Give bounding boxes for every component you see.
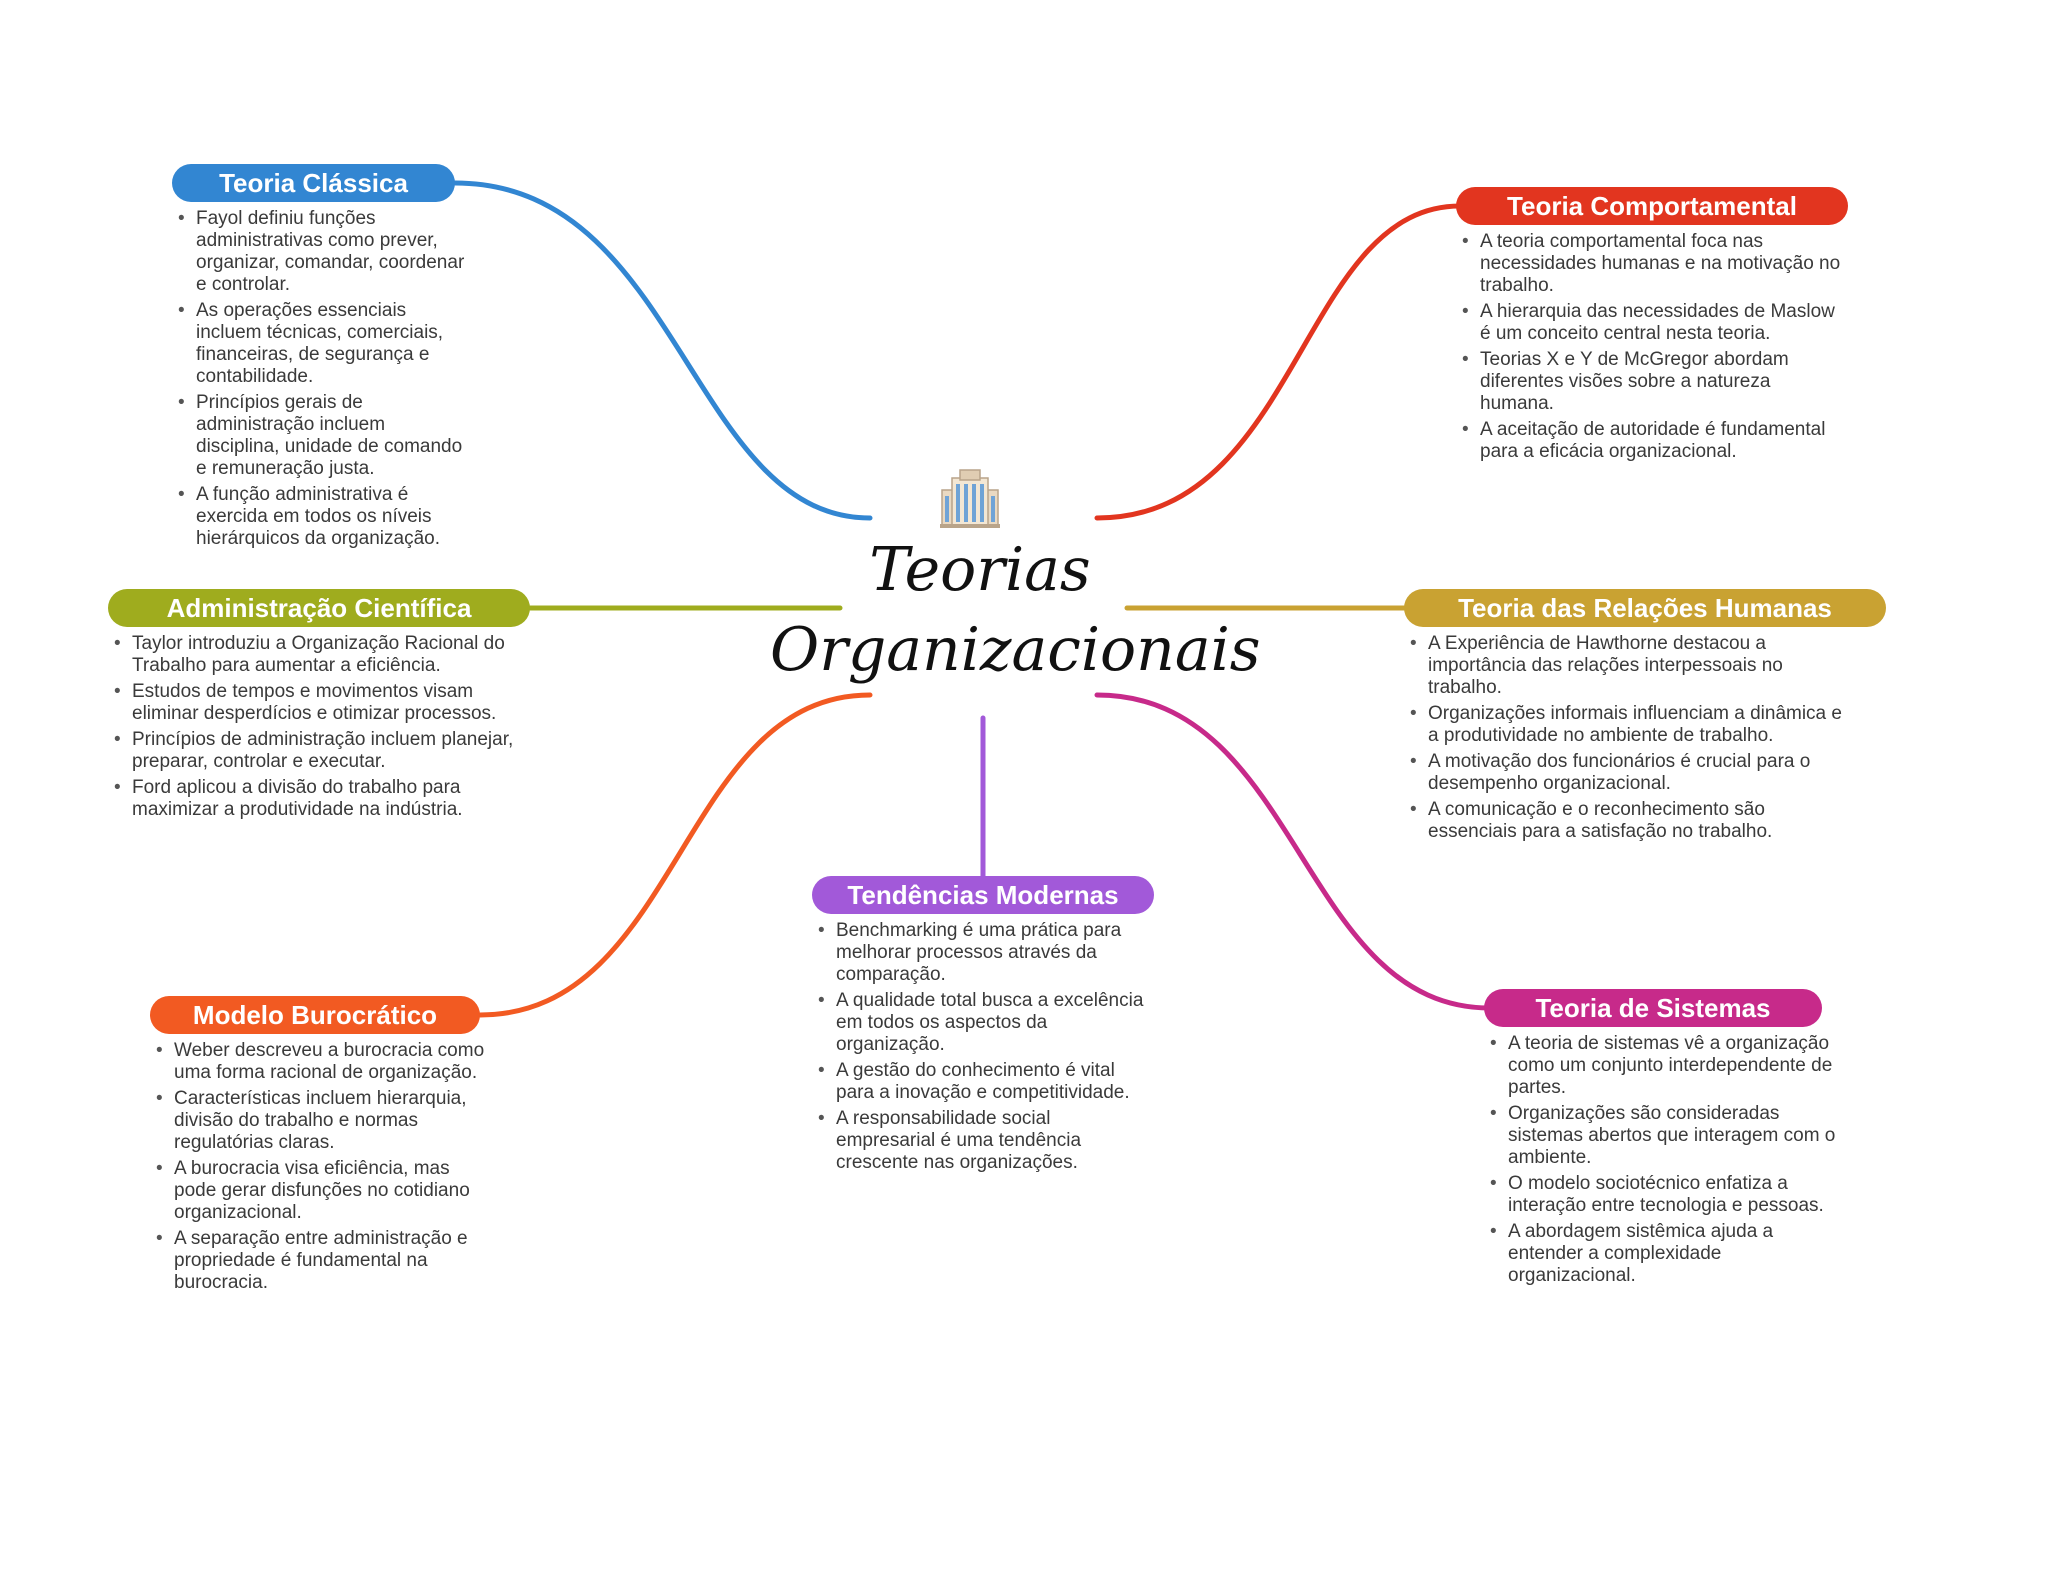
list-item: Fayol definiu funções administrativas co… (172, 208, 472, 296)
list-item: Weber descreveu a burocracia como uma fo… (150, 1040, 490, 1084)
central-title: Teorias Organizacionais (770, 535, 1261, 685)
list-item: A Experiência de Hawthorne destacou a im… (1404, 633, 1844, 699)
list-item: A qualidade total busca a excelência em … (812, 990, 1152, 1056)
list-item: O modelo sociotécnico enfatiza a interaç… (1484, 1173, 1844, 1217)
list-item: A responsabilidade social empresarial é … (812, 1108, 1152, 1174)
list-teoria-relacoes-humanas: A Experiência de Hawthorne destacou a im… (1404, 633, 1844, 847)
node-tendencias-modernas[interactable]: Tendências Modernas (812, 876, 1154, 914)
list-item: A teoria comportamental foca nas necessi… (1456, 231, 1846, 297)
node-teoria-relacoes-humanas[interactable]: Teoria das Relações Humanas (1404, 589, 1886, 627)
node-teoria-classica[interactable]: Teoria Clássica (172, 164, 455, 202)
list-item: A hierarquia das necessidades de Maslow … (1456, 301, 1846, 345)
list-item: As operações essenciais incluem técnicas… (172, 300, 472, 388)
node-administracao-cientifica[interactable]: Administração Científica (108, 589, 530, 627)
list-item: Princípios gerais de administração inclu… (172, 392, 472, 480)
list-item: A burocracia visa eficiência, mas pode g… (150, 1158, 490, 1224)
node-teoria-de-sistemas[interactable]: Teoria de Sistemas (1484, 989, 1822, 1027)
list-item: Estudos de tempos e movimentos visam eli… (108, 681, 528, 725)
node-modelo-burocratico[interactable]: Modelo Burocrático (150, 996, 480, 1034)
list-teoria-comportamental: A teoria comportamental foca nas necessi… (1456, 231, 1846, 467)
list-modelo-burocratico: Weber descreveu a burocracia como uma fo… (150, 1040, 490, 1298)
connector-burocratico (477, 692, 873, 1018)
list-tendencias-modernas: Benchmarking é uma prática para melhorar… (812, 920, 1152, 1178)
list-item: Organizações informais influenciam a din… (1404, 703, 1844, 747)
list-item: Taylor introduziu a Organização Racional… (108, 633, 528, 677)
list-item: A abordagem sistêmica ajuda a entender a… (1484, 1221, 1844, 1287)
list-teoria-classica: Fayol definiu funções administrativas co… (172, 208, 472, 554)
list-item: Características incluem hierarquia, divi… (150, 1088, 490, 1154)
list-item: A função administrativa é exercida em to… (172, 484, 472, 550)
list-item: A comunicação e o reconhecimento são ess… (1404, 799, 1844, 843)
connector-comportamental (1094, 203, 1463, 521)
node-teoria-comportamental[interactable]: Teoria Comportamental (1456, 187, 1848, 225)
list-item: A aceitação de autoridade é fundamental … (1456, 419, 1846, 463)
list-item: A teoria de sistemas vê a organização co… (1484, 1033, 1844, 1099)
connector-sistemas (1094, 692, 1493, 1011)
list-item: Princípios de administração incluem plan… (108, 729, 528, 773)
list-item: A separação entre administração e propri… (150, 1228, 490, 1294)
connector-classica (452, 180, 873, 521)
list-item: A gestão do conhecimento é vital para a … (812, 1060, 1152, 1104)
list-item: Ford aplicou a divisão do trabalho para … (108, 777, 528, 821)
list-administracao-cientifica: Taylor introduziu a Organização Racional… (108, 633, 528, 825)
list-item: Organizações são consideradas sistemas a… (1484, 1103, 1844, 1169)
list-item: Teorias X e Y de McGregor abordam difere… (1456, 349, 1846, 415)
list-teoria-de-sistemas: A teoria de sistemas vê a organização co… (1484, 1033, 1844, 1291)
building-icon (938, 468, 1002, 530)
list-item: A motivação dos funcionários é crucial p… (1404, 751, 1844, 795)
list-item: Benchmarking é uma prática para melhorar… (812, 920, 1152, 986)
